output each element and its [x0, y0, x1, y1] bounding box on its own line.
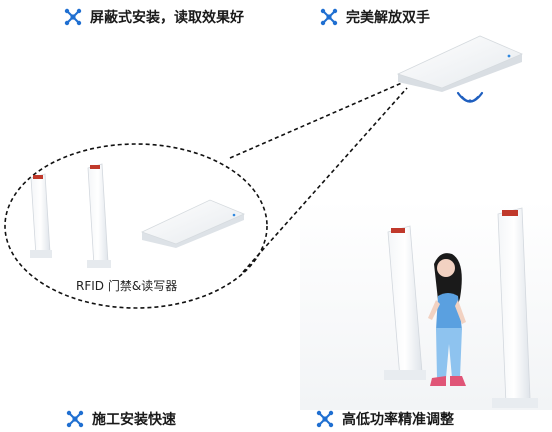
network-nodes-icon: [64, 8, 82, 26]
feature-label: 施工安装快速: [92, 412, 176, 428]
network-nodes-icon: [316, 410, 334, 428]
feature-label: 屏蔽式安装，读取效果好: [90, 10, 244, 26]
illustration-caption: RFID 门禁&读写器: [76, 279, 178, 293]
gate-left-small: [30, 173, 52, 258]
connector-line-bottom: [242, 87, 408, 273]
reader-small: [140, 199, 246, 248]
feature-quick-install: 施工安装快速: [66, 409, 176, 429]
wireless-signal-icon: [456, 91, 484, 103]
feature-power-adjust: 高低功率精准调整: [316, 409, 454, 429]
ceiling-reader: [396, 35, 524, 92]
feature-label: 完美解放双手: [346, 10, 430, 26]
network-nodes-icon: [66, 410, 84, 428]
feature-hands-free: 完美解放双手: [320, 7, 430, 27]
feature-label: 高低功率精准调整: [342, 412, 454, 428]
gate-right-large: [492, 207, 538, 408]
gate-right-small: [87, 163, 111, 268]
person-figure: [428, 253, 466, 386]
gate-left-large: [384, 225, 426, 380]
network-nodes-icon: [320, 8, 338, 26]
detail-ellipse: [4, 143, 268, 309]
feature-shielded-install: 屏蔽式安装，读取效果好: [64, 7, 244, 27]
connector-line-top: [229, 81, 405, 159]
